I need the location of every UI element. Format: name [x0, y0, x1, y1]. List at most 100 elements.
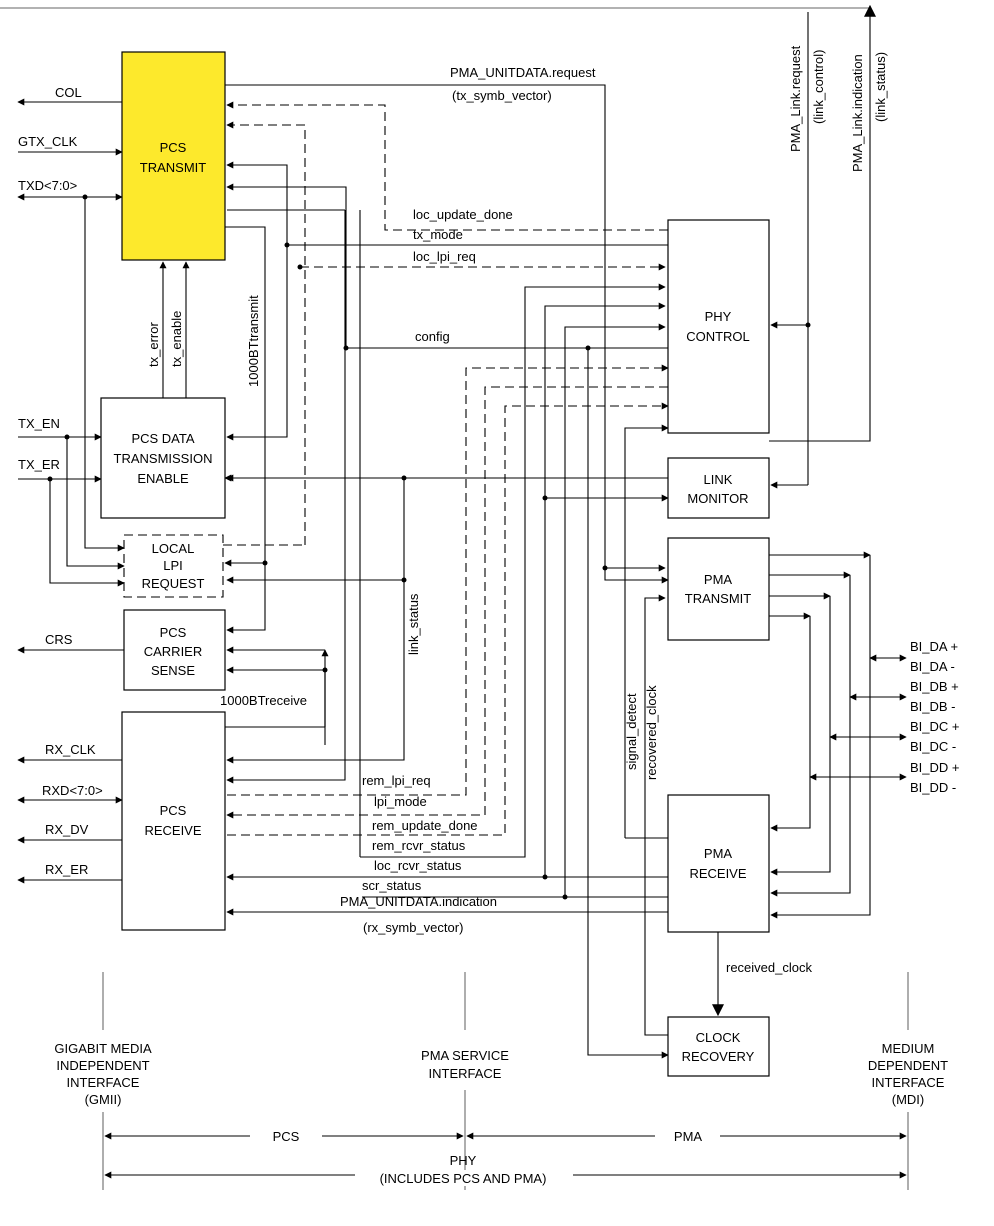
- tx-mode-to-data-enable: [226, 245, 288, 441]
- pcs-carrier-sense-line3: SENSE: [151, 663, 195, 678]
- config-label: config: [415, 329, 450, 344]
- pcs-receive-line1: PCS: [160, 803, 187, 818]
- pcs-tx-to-pcs-rx-line: [226, 210, 346, 784]
- pcs-span-label: PCS: [273, 1129, 300, 1144]
- link-status-bus: link_status: [224, 474, 668, 764]
- scr-status-label: scr_status: [362, 878, 422, 893]
- loc-rcvr-status-to-phy: [544, 302, 666, 877]
- tx-enable-label: tx_enable: [169, 311, 184, 367]
- phy-span-label-line2: (INCLUDES PCS AND PMA): [380, 1171, 547, 1186]
- tx-en-label: TX_EN: [18, 416, 60, 431]
- pma-unitdata-request-label: PMA_UNITDATA.request: [450, 65, 596, 80]
- mdi-label-line1: MEDIUM: [882, 1041, 935, 1056]
- link-status-top-label: (link_status): [873, 52, 888, 122]
- tx-en-to-lpi-line: [66, 437, 125, 570]
- pcs-transmit-line1: PCS: [160, 140, 187, 155]
- mdi-label-line2: DEPENDENT: [868, 1058, 948, 1073]
- tx-er-to-lpi-line: [49, 479, 125, 587]
- recovered-clock-label: recovered_clock: [644, 685, 659, 780]
- config-to-pcs-tx: [226, 183, 347, 348]
- tx-mode-label: tx_mode: [413, 227, 463, 242]
- local-lpi-request-line3: REQUEST: [142, 576, 205, 591]
- pcs-receive-block: PCS RECEIVE: [121, 711, 226, 931]
- pcs-data-transmission-enable-block: PCS DATA TRANSMISSION ENABLE: [100, 397, 226, 519]
- signal-detect-line: [624, 424, 669, 838]
- mdi-bus-c: [770, 596, 831, 876]
- pcs-carrier-sense-line2: CARRIER: [144, 644, 203, 659]
- link-monitor-block: LINK MONITOR: [667, 457, 770, 519]
- pcs-transmit-block: PCS TRANSMIT: [121, 51, 226, 261]
- local-lpi-request-block: LOCAL LPI REQUEST: [123, 534, 224, 598]
- bi-dd-plus: BI_DD +: [910, 760, 960, 775]
- link-status-down-line: [226, 478, 405, 764]
- pma-link-indication-label: PMA_Link.indication: [850, 54, 865, 172]
- pcs-receive-status-lines: rem_lpi_req lpi_mode rem_update_done rem…: [226, 210, 669, 935]
- rem-lpi-req-line: [227, 364, 669, 796]
- pma-unitdata-request-line: [225, 84, 669, 584]
- mdi-label-line3: INTERFACE: [872, 1075, 945, 1090]
- rx-clk-label: RX_CLK: [45, 742, 96, 757]
- rem-rcvr-status-label: rem_rcvr_status: [372, 838, 466, 853]
- gtx-clk-label: GTX_CLK: [18, 134, 78, 149]
- gmii-label-line2: INDEPENDENT: [56, 1058, 149, 1073]
- pma-transmit-block: PMA TRANSMIT: [667, 537, 770, 641]
- pcs-data-tx-enable-line3: ENABLE: [137, 471, 189, 486]
- link-monitor-line1: LINK: [704, 472, 733, 487]
- pma-receive-block: PMA RECEIVE: [667, 794, 770, 933]
- bi-dd-minus: BI_DD -: [910, 780, 956, 795]
- gmii-signals: COL GTX_CLK TXD<7:0> TX_EN TX_ER CRS RX_…: [17, 85, 125, 884]
- clock-recovery-line1: CLOCK: [696, 1030, 741, 1045]
- gmii-label-line1: GIGABIT MEDIA: [54, 1041, 152, 1056]
- bi-da-plus: BI_DA +: [910, 639, 958, 654]
- phy-span-label-line1: PHY: [450, 1153, 477, 1168]
- col-label: COL: [55, 85, 82, 100]
- crs-label: CRS: [45, 632, 73, 647]
- lpi-to-pcs-transmit-dashed: [226, 121, 306, 545]
- pma-span-label: PMA: [674, 1129, 703, 1144]
- txd-label: TXD<7:0>: [18, 178, 77, 193]
- loc-lpi-req-label: loc_lpi_req: [413, 249, 476, 264]
- t1000btransmit-label: 1000BTtransmit: [246, 295, 261, 387]
- recovered-clock-line: [644, 594, 668, 1036]
- scr-status-line: [564, 323, 666, 897]
- pma-connections: signal_detect recovered_clock received_c…: [602, 4, 907, 1036]
- r1000btreceive-label: 1000BTreceive: [220, 693, 307, 708]
- pma-service-label-line1: PMA SERVICE: [421, 1048, 509, 1063]
- pma-transmit-line2: TRANSMIT: [685, 591, 752, 606]
- t1000btransmit-line: [225, 226, 266, 634]
- tx-mode-to-pcs-tx: [226, 161, 288, 245]
- rx-symb-vector-label: (rx_symb_vector): [363, 920, 463, 935]
- loc-update-done-label: loc_update_done: [413, 207, 513, 222]
- mdi-bus-b: [770, 575, 851, 897]
- phy-control-block: PHY CONTROL: [667, 219, 770, 434]
- tx-error-label: tx_error: [146, 322, 161, 367]
- received-clock-label: received_clock: [726, 960, 812, 975]
- rx-dv-label: RX_DV: [45, 822, 89, 837]
- phy-control-line2: CONTROL: [686, 329, 750, 344]
- phy-control-line1: PHY: [705, 309, 732, 324]
- mdi-labels: BI_DA + BI_DA - BI_DB + BI_DB - BI_DC + …: [910, 639, 960, 795]
- pcs-transmit-line2: TRANSMIT: [140, 160, 207, 175]
- pcs-carrier-sense-block: PCS CARRIER SENSE: [123, 609, 226, 691]
- mdi-bus-a: [770, 555, 871, 919]
- loc-update-done-line: [226, 101, 668, 231]
- pma-receive-line2: RECEIVE: [689, 866, 746, 881]
- pcs-carrier-sense-line1: PCS: [160, 625, 187, 640]
- pma-service-label-line2: INTERFACE: [429, 1066, 502, 1081]
- mdi-label-line4: (MDI): [892, 1092, 925, 1107]
- config-to-clock-recovery: [587, 348, 669, 1059]
- rem-rcvr-status-line: [360, 283, 666, 858]
- bi-db-minus: BI_DB -: [910, 699, 956, 714]
- txd-to-lpi-line: [84, 197, 125, 552]
- pma-unitdata-indication-label: PMA_UNITDATA.indication: [340, 894, 497, 909]
- pcs-data-tx-enable-line2: TRANSMISSION: [114, 451, 213, 466]
- pcs-data-tx-enable-line1: PCS DATA: [131, 431, 194, 446]
- interface-markers: GIGABIT MEDIA INDEPENDENT INTERFACE (GMI…: [54, 972, 948, 1190]
- link-control-label: (link_control): [811, 50, 826, 124]
- loc-rcvr-status-label: loc_rcvr_status: [374, 858, 462, 873]
- gmii-label-line3: INTERFACE: [67, 1075, 140, 1090]
- rxd-label: RXD<7:0>: [42, 783, 103, 798]
- bi-dc-minus: BI_DC -: [910, 739, 956, 754]
- bi-dc-plus: BI_DC +: [910, 719, 960, 734]
